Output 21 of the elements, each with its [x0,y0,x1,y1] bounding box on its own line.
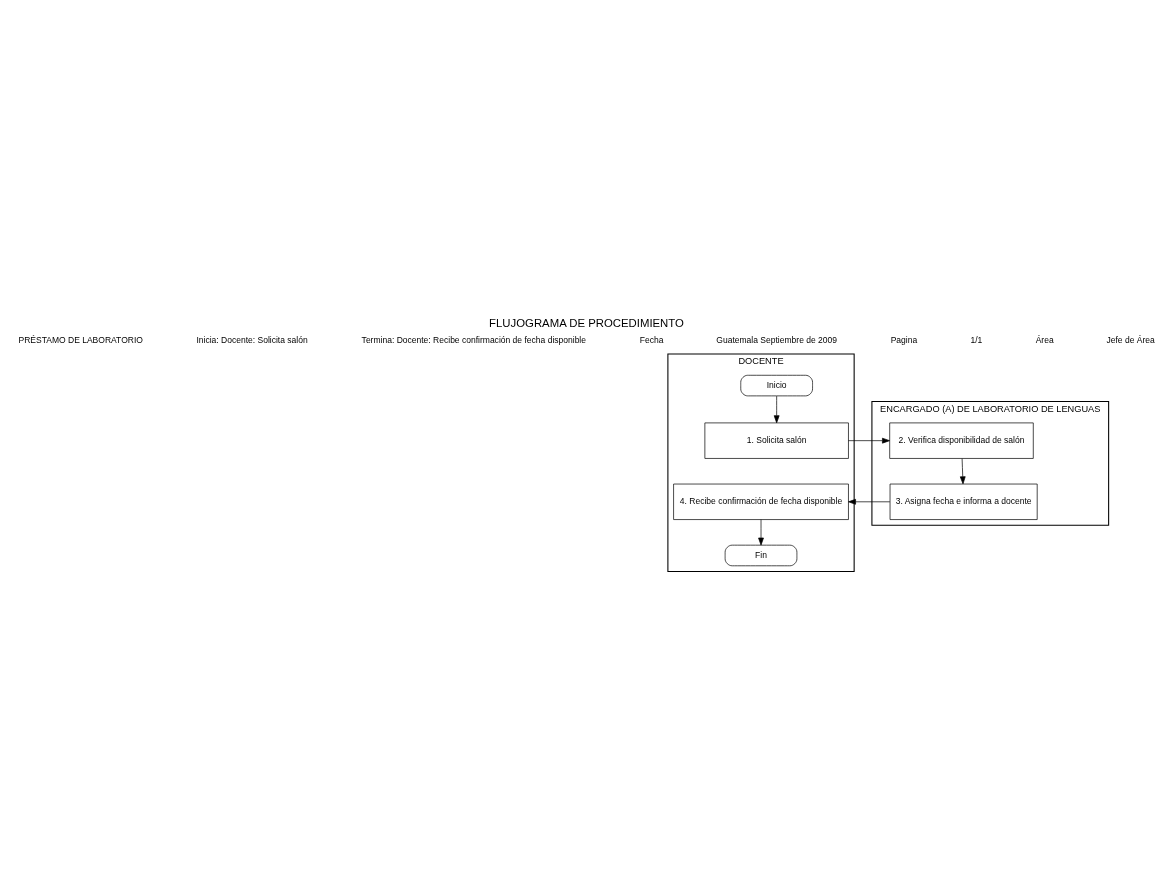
label: Área [1035,334,1054,345]
arrow [848,498,891,505]
node-box: 4. Recibe confirmación de fecha disponible [673,483,849,520]
arrow [773,395,780,424]
arrow [848,437,890,444]
arrow [959,458,966,485]
label: Termina: Docente: Recibe confirmación de fecha disponible [361,334,587,345]
node-box: 1. Solicita salón [704,422,849,459]
label: Pagina [890,334,918,345]
node-box: Fin [724,544,798,567]
node-box: Inicio [740,374,813,397]
label: Inicia: Docente: Solicita salón [196,334,308,345]
node-box: 3. Asigna fecha e informa a docente [889,483,1038,520]
label: PRÉSTAMO DE LABORATORIO [18,334,143,345]
label: Jefe de Área [1106,334,1155,345]
label: 1/1 [970,334,983,345]
arrow [758,519,764,546]
label: Guatemala Septiembre de 2009 [716,334,838,345]
node-box: 2. Verifica disponibilidad de salón [889,422,1034,459]
diagram-title: FLUJOGRAMA DE PROCEDIMIENTO [489,316,684,329]
label: Fecha [639,334,664,345]
